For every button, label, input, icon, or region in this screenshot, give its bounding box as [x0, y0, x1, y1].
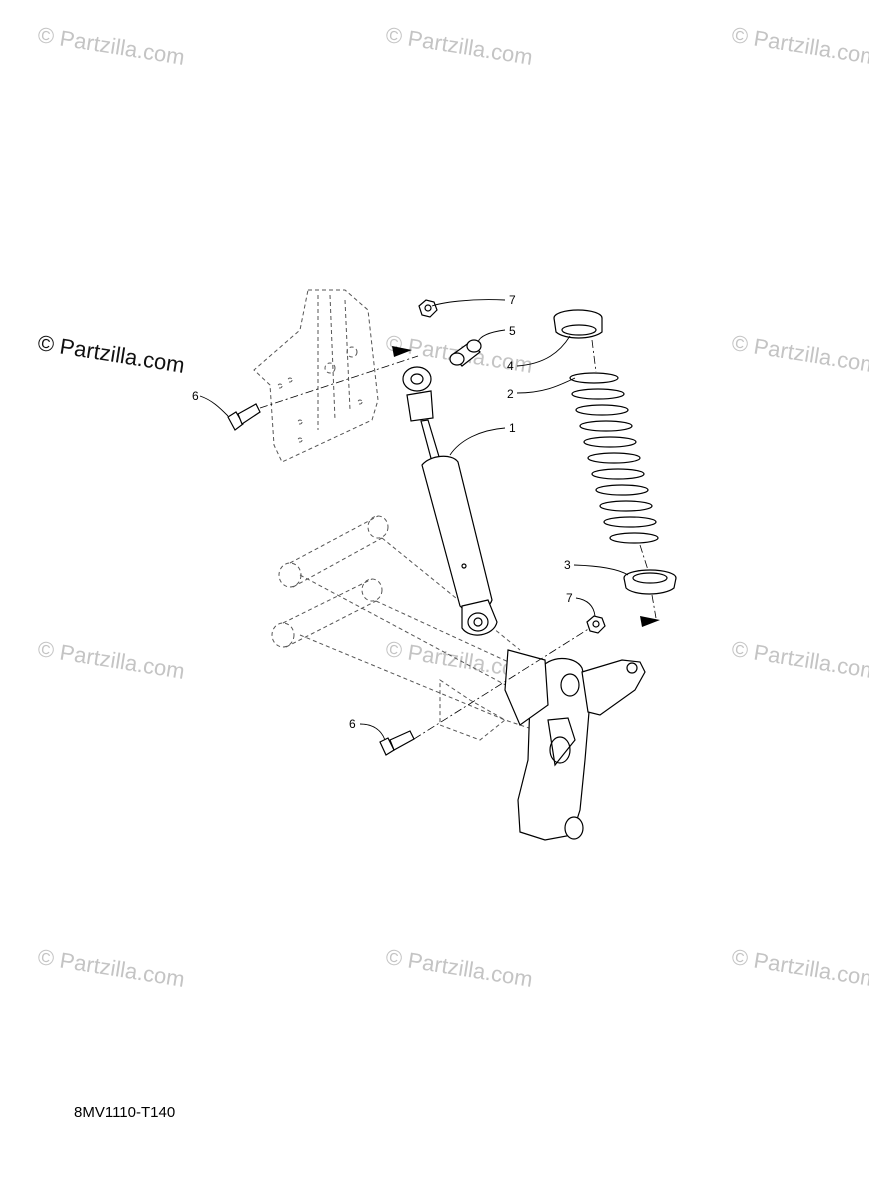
callout-7-upper: 7 [509, 293, 516, 307]
assembly-axes [259, 339, 657, 740]
arrow-marker-lower [640, 616, 660, 627]
spring-seat-upper [553, 309, 603, 339]
callout-1: 1 [509, 421, 516, 435]
leader-lines [199, 299, 629, 741]
shock-absorber [402, 366, 498, 636]
diagram-code: 8MV1110-T140 [74, 1104, 176, 1121]
callout-6-lower: 6 [349, 717, 356, 731]
bolt-lower [379, 730, 415, 756]
callout-3: 3 [564, 558, 571, 572]
bolt-upper [227, 403, 261, 431]
steering-knuckle [504, 649, 646, 841]
callout-6-upper: 6 [192, 389, 199, 403]
frame-bracket [253, 289, 379, 463]
callout-7-lower: 7 [566, 591, 573, 605]
callout-5: 5 [509, 324, 516, 338]
arrow-marker-upper [392, 346, 412, 357]
callout-2: 2 [507, 387, 514, 401]
a-arm [271, 515, 541, 741]
nut-upper [418, 299, 438, 318]
nut-lower [586, 615, 606, 634]
collar [449, 339, 482, 367]
spring-seat-lower [623, 569, 677, 595]
callout-4: 4 [507, 359, 514, 373]
coil-spring [569, 372, 659, 544]
